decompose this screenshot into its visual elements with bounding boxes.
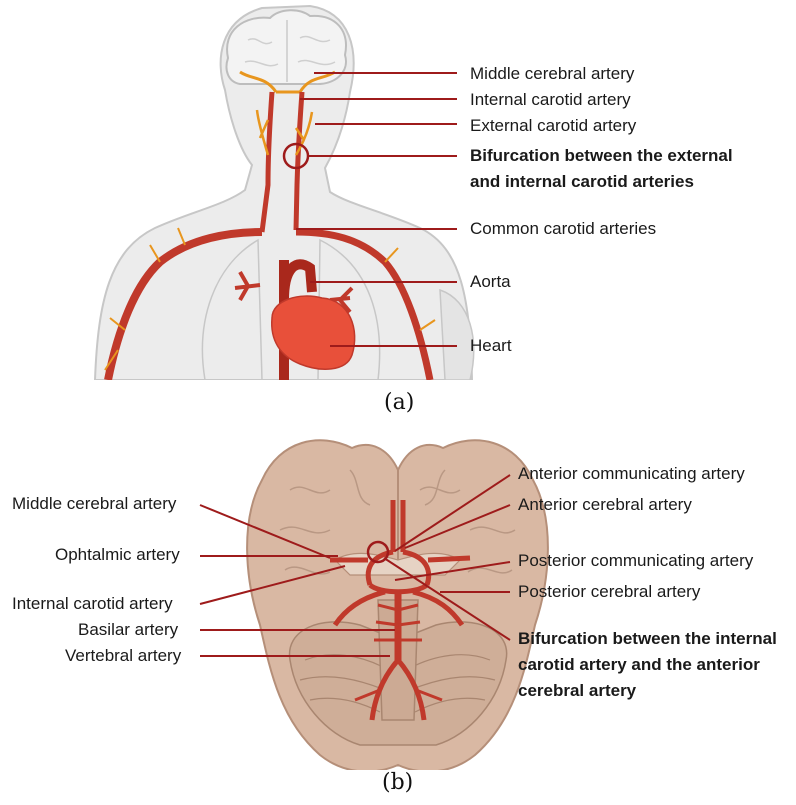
label-posterior-cerebral-artery: Posterior cerebral artery — [518, 579, 700, 605]
label-external-carotid-artery-a: External carotid artery — [470, 113, 636, 139]
label-ophtalmic-artery: Ophtalmic artery — [55, 542, 180, 568]
caption-b: (b) — [382, 770, 413, 795]
label-bifurcation-b: Bifurcation between the internal carotid… — [518, 626, 793, 704]
label-common-carotid-arteries: Common carotid arteries — [470, 216, 656, 242]
label-anterior-cerebral-artery: Anterior cerebral artery — [518, 492, 692, 518]
label-internal-carotid-artery-b: Internal carotid artery — [12, 591, 173, 617]
label-anterior-communicating-artery: Anterior communicating artery — [518, 461, 745, 487]
label-vertebral-artery: Vertebral artery — [65, 643, 181, 669]
label-internal-carotid-artery-a: Internal carotid artery — [470, 87, 631, 113]
label-basilar-artery: Basilar artery — [78, 617, 178, 643]
label-middle-cerebral-artery-b: Middle cerebral artery — [12, 491, 176, 517]
shoulder-right — [440, 290, 474, 380]
label-middle-cerebral-artery-a: Middle cerebral artery — [470, 61, 634, 87]
label-posterior-communicating-artery: Posterior communicating artery — [518, 548, 753, 574]
label-heart: Heart — [470, 333, 512, 359]
label-aorta: Aorta — [470, 269, 511, 295]
caption-a: (a) — [384, 390, 414, 415]
label-bifurcation-a: Bifurcation between the external and int… — [470, 143, 735, 195]
